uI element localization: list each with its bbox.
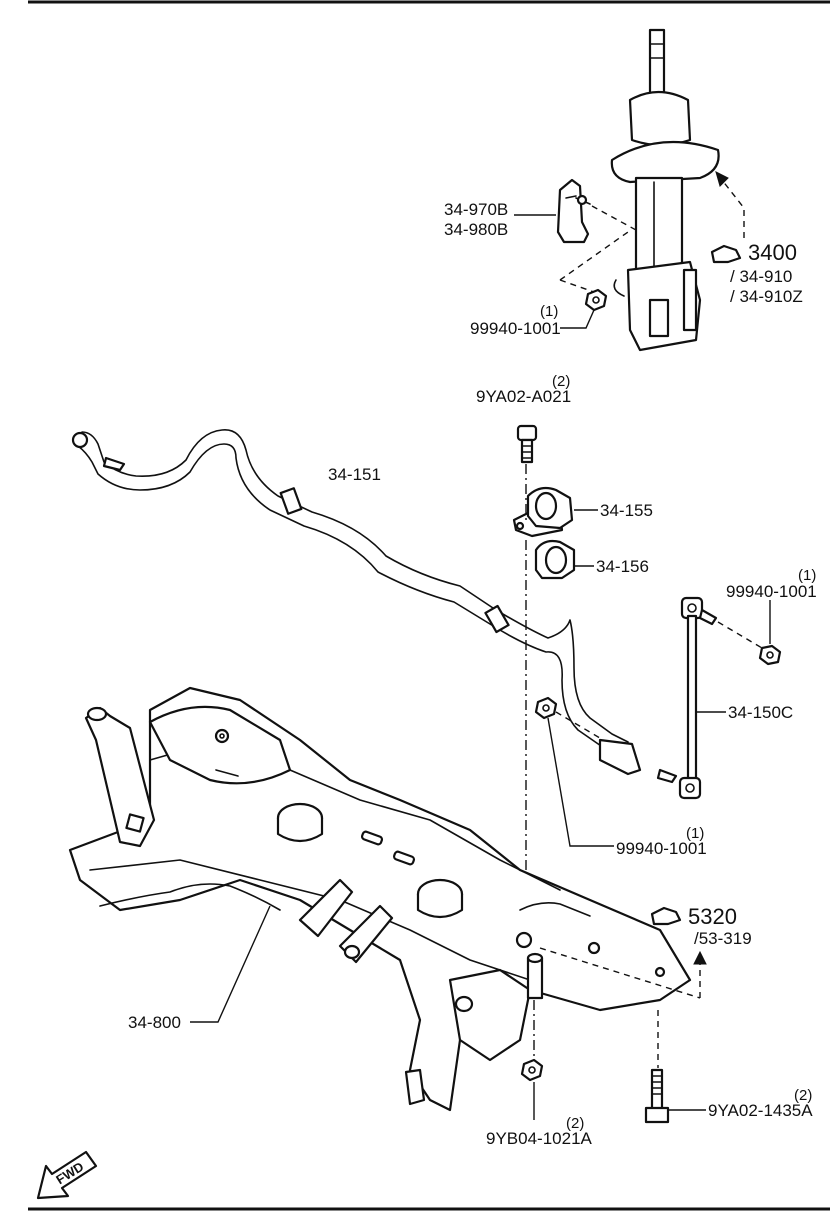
qty-99940-top: (1) bbox=[540, 303, 558, 320]
bolt-icon bbox=[644, 1068, 670, 1124]
nut-icon bbox=[534, 696, 558, 720]
arrow-icon bbox=[715, 171, 729, 187]
nut-icon bbox=[758, 644, 782, 666]
leader-line bbox=[547, 717, 614, 847]
guide-line bbox=[591, 205, 637, 231]
label-34-970b: 34-970B bbox=[444, 200, 508, 219]
section-reference-icon bbox=[710, 244, 742, 264]
label-34-156: 34-156 bbox=[596, 557, 649, 576]
label-3400: 3400 bbox=[748, 240, 797, 265]
leader-line bbox=[560, 309, 595, 329]
qty-99940-right: (1) bbox=[798, 567, 816, 584]
bar-bracket-icon bbox=[598, 738, 642, 776]
bushing-bracket-icon bbox=[512, 486, 574, 538]
label-9ya02-a021: 9YA02-A021 bbox=[476, 387, 571, 406]
label-34-155: 34-155 bbox=[600, 501, 653, 520]
nut-icon bbox=[520, 1058, 544, 1082]
guide-line bbox=[539, 947, 701, 999]
label-34-910: / 34-910 bbox=[730, 267, 792, 286]
guide-line bbox=[559, 279, 595, 293]
qty-9ya02-1435a: (2) bbox=[794, 1087, 812, 1104]
stabilizer-bar-icon bbox=[71, 429, 629, 759]
arrow-icon bbox=[693, 950, 707, 965]
guide-line bbox=[559, 231, 629, 281]
section-reference-icon bbox=[650, 906, 682, 926]
label-99940-mid: 99940-1001 bbox=[616, 839, 707, 858]
leader-line bbox=[190, 905, 271, 1023]
label-9ya02-1435a: 9YA02-1435A bbox=[708, 1101, 813, 1120]
fwd-arrow-icon: FWD bbox=[36, 1150, 98, 1200]
label-34-910z: / 34-910Z bbox=[730, 287, 803, 306]
crossmember-icon bbox=[68, 686, 692, 1112]
label-53-319: /53-319 bbox=[694, 929, 752, 948]
label-34-151: 34-151 bbox=[328, 465, 381, 484]
strut-assembly-icon bbox=[610, 28, 720, 352]
label-9yb04-1021a: 9YB04-1021A bbox=[486, 1129, 593, 1148]
control-link-icon bbox=[656, 596, 718, 800]
guide-line bbox=[721, 179, 745, 238]
label-34-980b: 34-980B bbox=[444, 220, 508, 239]
label-99940-right: 99940-1001 bbox=[726, 582, 817, 601]
guide-line bbox=[717, 621, 763, 649]
nut-icon bbox=[584, 288, 608, 312]
label-5320: 5320 bbox=[688, 904, 737, 929]
qty-9ya02-a021: (2) bbox=[552, 373, 570, 390]
bolt-icon bbox=[516, 424, 538, 464]
qty-9yb04: (2) bbox=[566, 1115, 584, 1132]
label-99940-top: 99940-1001 bbox=[470, 319, 561, 338]
label-34-150c: 34-150C bbox=[728, 703, 793, 722]
label-34-800: 34-800 bbox=[128, 1013, 181, 1032]
bushing-icon bbox=[534, 539, 576, 580]
bracket-icon bbox=[556, 178, 591, 244]
qty-99940-mid: (1) bbox=[686, 825, 704, 842]
